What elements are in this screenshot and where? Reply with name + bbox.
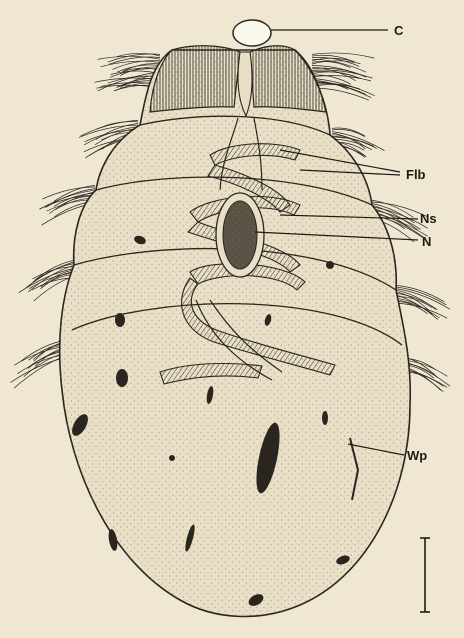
inclusion xyxy=(326,261,334,269)
cilium xyxy=(404,360,447,376)
label-n: N xyxy=(422,235,431,248)
inclusion xyxy=(116,369,128,387)
label-flb: Flb xyxy=(406,168,426,181)
label-wp: Wp xyxy=(407,449,427,462)
cilium xyxy=(312,67,356,81)
inclusion xyxy=(322,411,328,425)
label-c: C xyxy=(394,24,403,37)
cilium xyxy=(396,303,447,318)
contractile-vacuole-c xyxy=(233,20,271,46)
inclusion xyxy=(115,313,125,327)
inclusion xyxy=(169,455,175,461)
label-ns: Ns xyxy=(420,212,437,225)
macronucleus xyxy=(216,193,264,277)
vertical-scale-bar-icon xyxy=(420,538,430,612)
